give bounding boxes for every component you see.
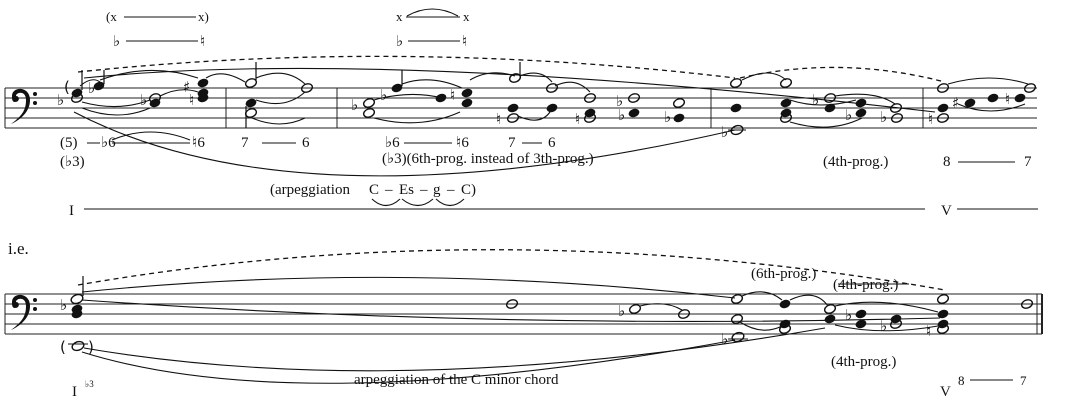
svg-text:7: 7 [508, 135, 516, 151]
svg-text:V: V [940, 384, 951, 400]
natural-icon: ♮ [462, 32, 467, 50]
svg-text:(♭3)(6th-prog. instead of 3th-: (♭3)(6th-prog. instead of 3th-prog.) [382, 151, 594, 167]
notes-system-2: ♭ ( ) ♭ ♭ ♭ ♭ ♮ [60, 276, 1034, 384]
svg-text:(x: (x [106, 9, 117, 24]
svg-text:(arpeggiation: (arpeggiation [270, 182, 350, 198]
svg-text:♭: ♭ [351, 96, 358, 114]
annotations-2: (6th-prog.) (4th-prog.) (4th-prog.) arpe… [354, 266, 909, 388]
svg-text:8: 8 [943, 154, 951, 170]
svg-text:6: 6 [302, 135, 310, 151]
svg-text:x: x [463, 9, 470, 24]
svg-text:♭: ♭ [616, 92, 623, 110]
top-markers-right: x x ♭ ♮ [396, 8, 470, 50]
svg-text:♮6: ♮6 [192, 135, 205, 151]
svg-text:♮6: ♮6 [456, 135, 469, 151]
ie-label: i.e. [8, 239, 29, 258]
slur-long-bottom-1 [73, 111, 736, 177]
svg-text:♭: ♭ [721, 123, 728, 141]
svg-text:♮: ♮ [189, 91, 194, 109]
svg-text:(: ( [64, 78, 70, 96]
svg-text:♭: ♭ [618, 106, 625, 124]
slur-long-top-2 [81, 276, 736, 299]
slur-long-top-1 [83, 67, 936, 113]
svg-text:x: x [396, 9, 403, 24]
bass-clef-icon [11, 88, 37, 124]
svg-text:V: V [941, 203, 952, 219]
svg-text:♭: ♭ [88, 79, 95, 97]
slur-long-2b [81, 299, 941, 322]
svg-text:7: 7 [1020, 373, 1027, 388]
annotations-1: (♭3)(6th-prog. instead of 3th-prog.) (4t… [270, 151, 888, 207]
svg-text:(: ( [60, 338, 66, 356]
svg-text:C: C [369, 182, 379, 198]
svg-text:♭: ♭ [845, 306, 852, 324]
svg-text:♭3: ♭3 [85, 379, 94, 389]
svg-text:(4th-prog.): (4th-prog.) [831, 354, 896, 370]
svg-text:♭: ♭ [664, 108, 671, 126]
svg-text:♭: ♭ [845, 106, 852, 124]
svg-text:♭: ♭ [60, 296, 67, 314]
svg-text:–: – [419, 182, 428, 198]
dashed-slur-2 [77, 249, 946, 291]
svg-text:♮: ♮ [1005, 90, 1010, 108]
svg-text:(♭3): (♭3) [60, 154, 85, 170]
svg-text:(4th-prog.): (4th-prog.) [833, 277, 898, 293]
svg-text:♭6: ♭6 [385, 135, 400, 151]
svg-text:♭: ♭ [880, 317, 887, 335]
svg-text:8: 8 [958, 373, 965, 388]
svg-text:♭: ♭ [618, 302, 625, 320]
svg-text:♭: ♭ [812, 91, 819, 109]
svg-text:arpeggiation of the C minor ch: arpeggiation of the C minor chord [354, 372, 559, 388]
svg-text:7: 7 [241, 135, 249, 151]
barlines-1 [225, 88, 924, 128]
svg-text:Es: Es [399, 182, 414, 198]
svg-text:–: – [446, 182, 455, 198]
natural-icon: ♮ [200, 32, 205, 50]
dashed-slur-1 [77, 55, 736, 79]
svg-text:g: g [433, 182, 441, 198]
bass-clef-icon [11, 294, 37, 330]
svg-text:): ) [88, 338, 94, 356]
svg-text:♭: ♭ [880, 108, 887, 126]
svg-text:♭6: ♭6 [101, 135, 116, 151]
svg-text:♭: ♭ [380, 86, 387, 104]
svg-text:(5): (5) [60, 135, 78, 151]
svg-text:x): x) [198, 9, 209, 24]
svg-text:♯: ♯ [183, 78, 190, 96]
dashed-slur-1b [739, 66, 946, 83]
svg-text:♭: ♭ [721, 330, 728, 348]
svg-text:♯: ♯ [952, 94, 959, 112]
svg-text:–: – [384, 182, 393, 198]
svg-text:♮: ♮ [450, 86, 455, 104]
staff-system-1 [4, 87, 1037, 129]
svg-text:♭: ♭ [140, 91, 147, 109]
svg-text:♮: ♮ [575, 110, 580, 128]
svg-text:♭: ♭ [57, 91, 64, 109]
flat-icon: ♭ [396, 32, 403, 50]
svg-text:6: 6 [548, 135, 556, 151]
svg-text:(6th-prog.): (6th-prog.) [751, 266, 816, 282]
svg-text:(4th-prog.): (4th-prog.) [823, 154, 888, 170]
harmonic-analysis-1: I V [69, 203, 1038, 219]
notes-system-1: ♭ ( ♭ ♭ ♯ ♮ ♭ ♭ [57, 62, 1037, 141]
svg-text:C): C) [461, 182, 476, 198]
svg-text:♮: ♮ [928, 110, 933, 128]
svg-text:7: 7 [1024, 154, 1032, 170]
figured-bass-1: (5) ♭6 ♮6 (♭3) 7 6 ♭6 ♮6 7 6 8 7 [60, 131, 1032, 170]
svg-text:♮: ♮ [496, 110, 501, 128]
svg-text:I: I [69, 203, 74, 219]
staff-system-2 [4, 293, 1043, 335]
flat-icon: ♭ [113, 32, 120, 50]
svg-text:I: I [72, 384, 77, 400]
top-markers-left: (x x) ♭ ♮ [106, 9, 209, 50]
harmonic-analysis-2: I ♭3 V 8 7 [72, 373, 1027, 400]
svg-text:♮: ♮ [926, 322, 931, 340]
